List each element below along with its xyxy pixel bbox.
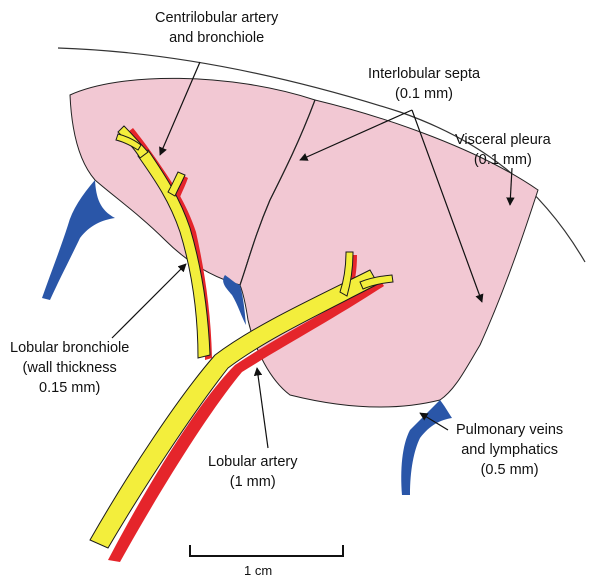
label-veins-line3: (0.5 mm) (456, 460, 563, 480)
label-septa-line2: (0.1 mm) (368, 84, 480, 104)
label-lobular-artery: Lobular artery (1 mm) (208, 452, 297, 492)
scale-bar-label: 1 cm (244, 563, 272, 578)
label-lobular-bronchiole: Lobular bronchiole (wall thickness 0.15 … (10, 338, 129, 398)
label-centrilobular: Centrilobular artery and bronchiole (155, 8, 278, 48)
label-bronchiole-line2: (wall thickness (10, 358, 129, 378)
label-veins-line2: and lymphatics (456, 440, 563, 460)
label-bronchiole-line3: 0.15 mm) (10, 378, 129, 398)
vein-right (401, 400, 452, 495)
label-centrilobular-line2: and bronchiole (155, 28, 278, 48)
label-septa-line1: Interlobular septa (368, 64, 480, 84)
scale-bar (190, 545, 343, 556)
label-pulmonary-veins: Pulmonary veins and lymphatics (0.5 mm) (456, 420, 563, 480)
label-centrilobular-line1: Centrilobular artery (155, 8, 278, 28)
vein-left (42, 180, 115, 300)
label-pleura-line2: (0.1 mm) (455, 150, 551, 170)
label-artery-line2: (1 mm) (208, 472, 297, 492)
label-interlobular-septa: Interlobular septa (0.1 mm) (368, 64, 480, 104)
label-pleura-line1: Visceral pleura (455, 130, 551, 150)
label-bronchiole-line1: Lobular bronchiole (10, 338, 129, 358)
label-artery-line1: Lobular artery (208, 452, 297, 472)
label-visceral-pleura: Visceral pleura (0.1 mm) (455, 130, 551, 170)
label-veins-line1: Pulmonary veins (456, 420, 563, 440)
